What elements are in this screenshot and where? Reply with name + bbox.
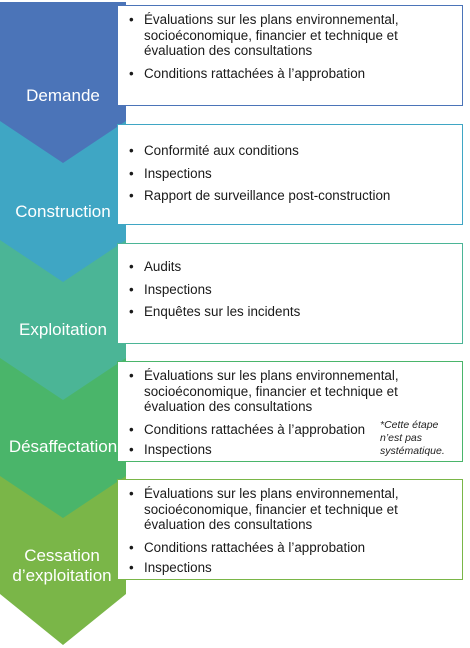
chevron-fill: [0, 2, 126, 174]
bullet-list: Audits Inspections Enquêtes sur les inci…: [118, 244, 462, 320]
stage-box: Évaluations sur les plans environnementa…: [117, 5, 463, 106]
list-item: Conditions rattachées à l’approbation: [128, 66, 456, 82]
chevron-fill: [0, 240, 126, 408]
bullet-list: Évaluations sur les plans environnementa…: [118, 480, 462, 576]
chevron-cessation-shape: [0, 476, 126, 645]
list-item: Enquêtes sur les incidents: [128, 304, 456, 320]
list-item: Conformité aux conditions: [128, 143, 456, 159]
chevron-fill: [0, 121, 126, 291]
list-item: Inspections: [128, 560, 456, 576]
chevron-fill: [0, 476, 126, 645]
list-item: Rapport de surveillance post-constructio…: [128, 188, 456, 204]
list-item: Inspections: [128, 282, 456, 298]
list-item: Conditions rattachées à l’approbation: [128, 422, 456, 438]
chevron-fill: [0, 358, 126, 526]
bullet-list: Conformité aux conditions Inspections Ra…: [118, 125, 462, 204]
chevron-exploitation-shape: [0, 240, 126, 408]
bullet-list: Évaluations sur les plans environnementa…: [118, 362, 462, 458]
list-item: Inspections: [128, 166, 456, 182]
stage-box: Évaluations sur les plans environnementa…: [117, 479, 463, 580]
stage-label: Exploitation: [19, 320, 107, 339]
stage-label: Cessation d’exploitation: [12, 546, 112, 585]
stage-box: Audits Inspections Enquêtes sur les inci…: [117, 243, 463, 344]
list-item: Inspections: [128, 442, 456, 458]
list-item: Évaluations sur les plans environnementa…: [128, 12, 456, 59]
chevron-desaffectation-shape: [0, 358, 126, 526]
bullet-list: Évaluations sur les plans environnementa…: [118, 6, 462, 81]
chevron-construction-shape: [0, 121, 126, 291]
optional-stage-note: *Cette étape n’est pas systématique.: [380, 419, 445, 457]
stage-label: Construction: [15, 202, 111, 221]
stage-label: Désaffectation: [8, 437, 118, 456]
list-item: Conditions rattachées à l’approbation: [128, 540, 456, 556]
list-item: Évaluations sur les plans environnementa…: [128, 368, 456, 415]
stage-label: Demande: [26, 86, 100, 105]
list-item: Évaluations sur les plans environnementa…: [128, 486, 456, 533]
stage-box: Conformité aux conditions Inspections Ra…: [117, 124, 463, 225]
stage-box: Évaluations sur les plans environnementa…: [117, 361, 463, 462]
list-item: Audits: [128, 259, 456, 275]
chevron-demande-shape: [0, 2, 126, 174]
